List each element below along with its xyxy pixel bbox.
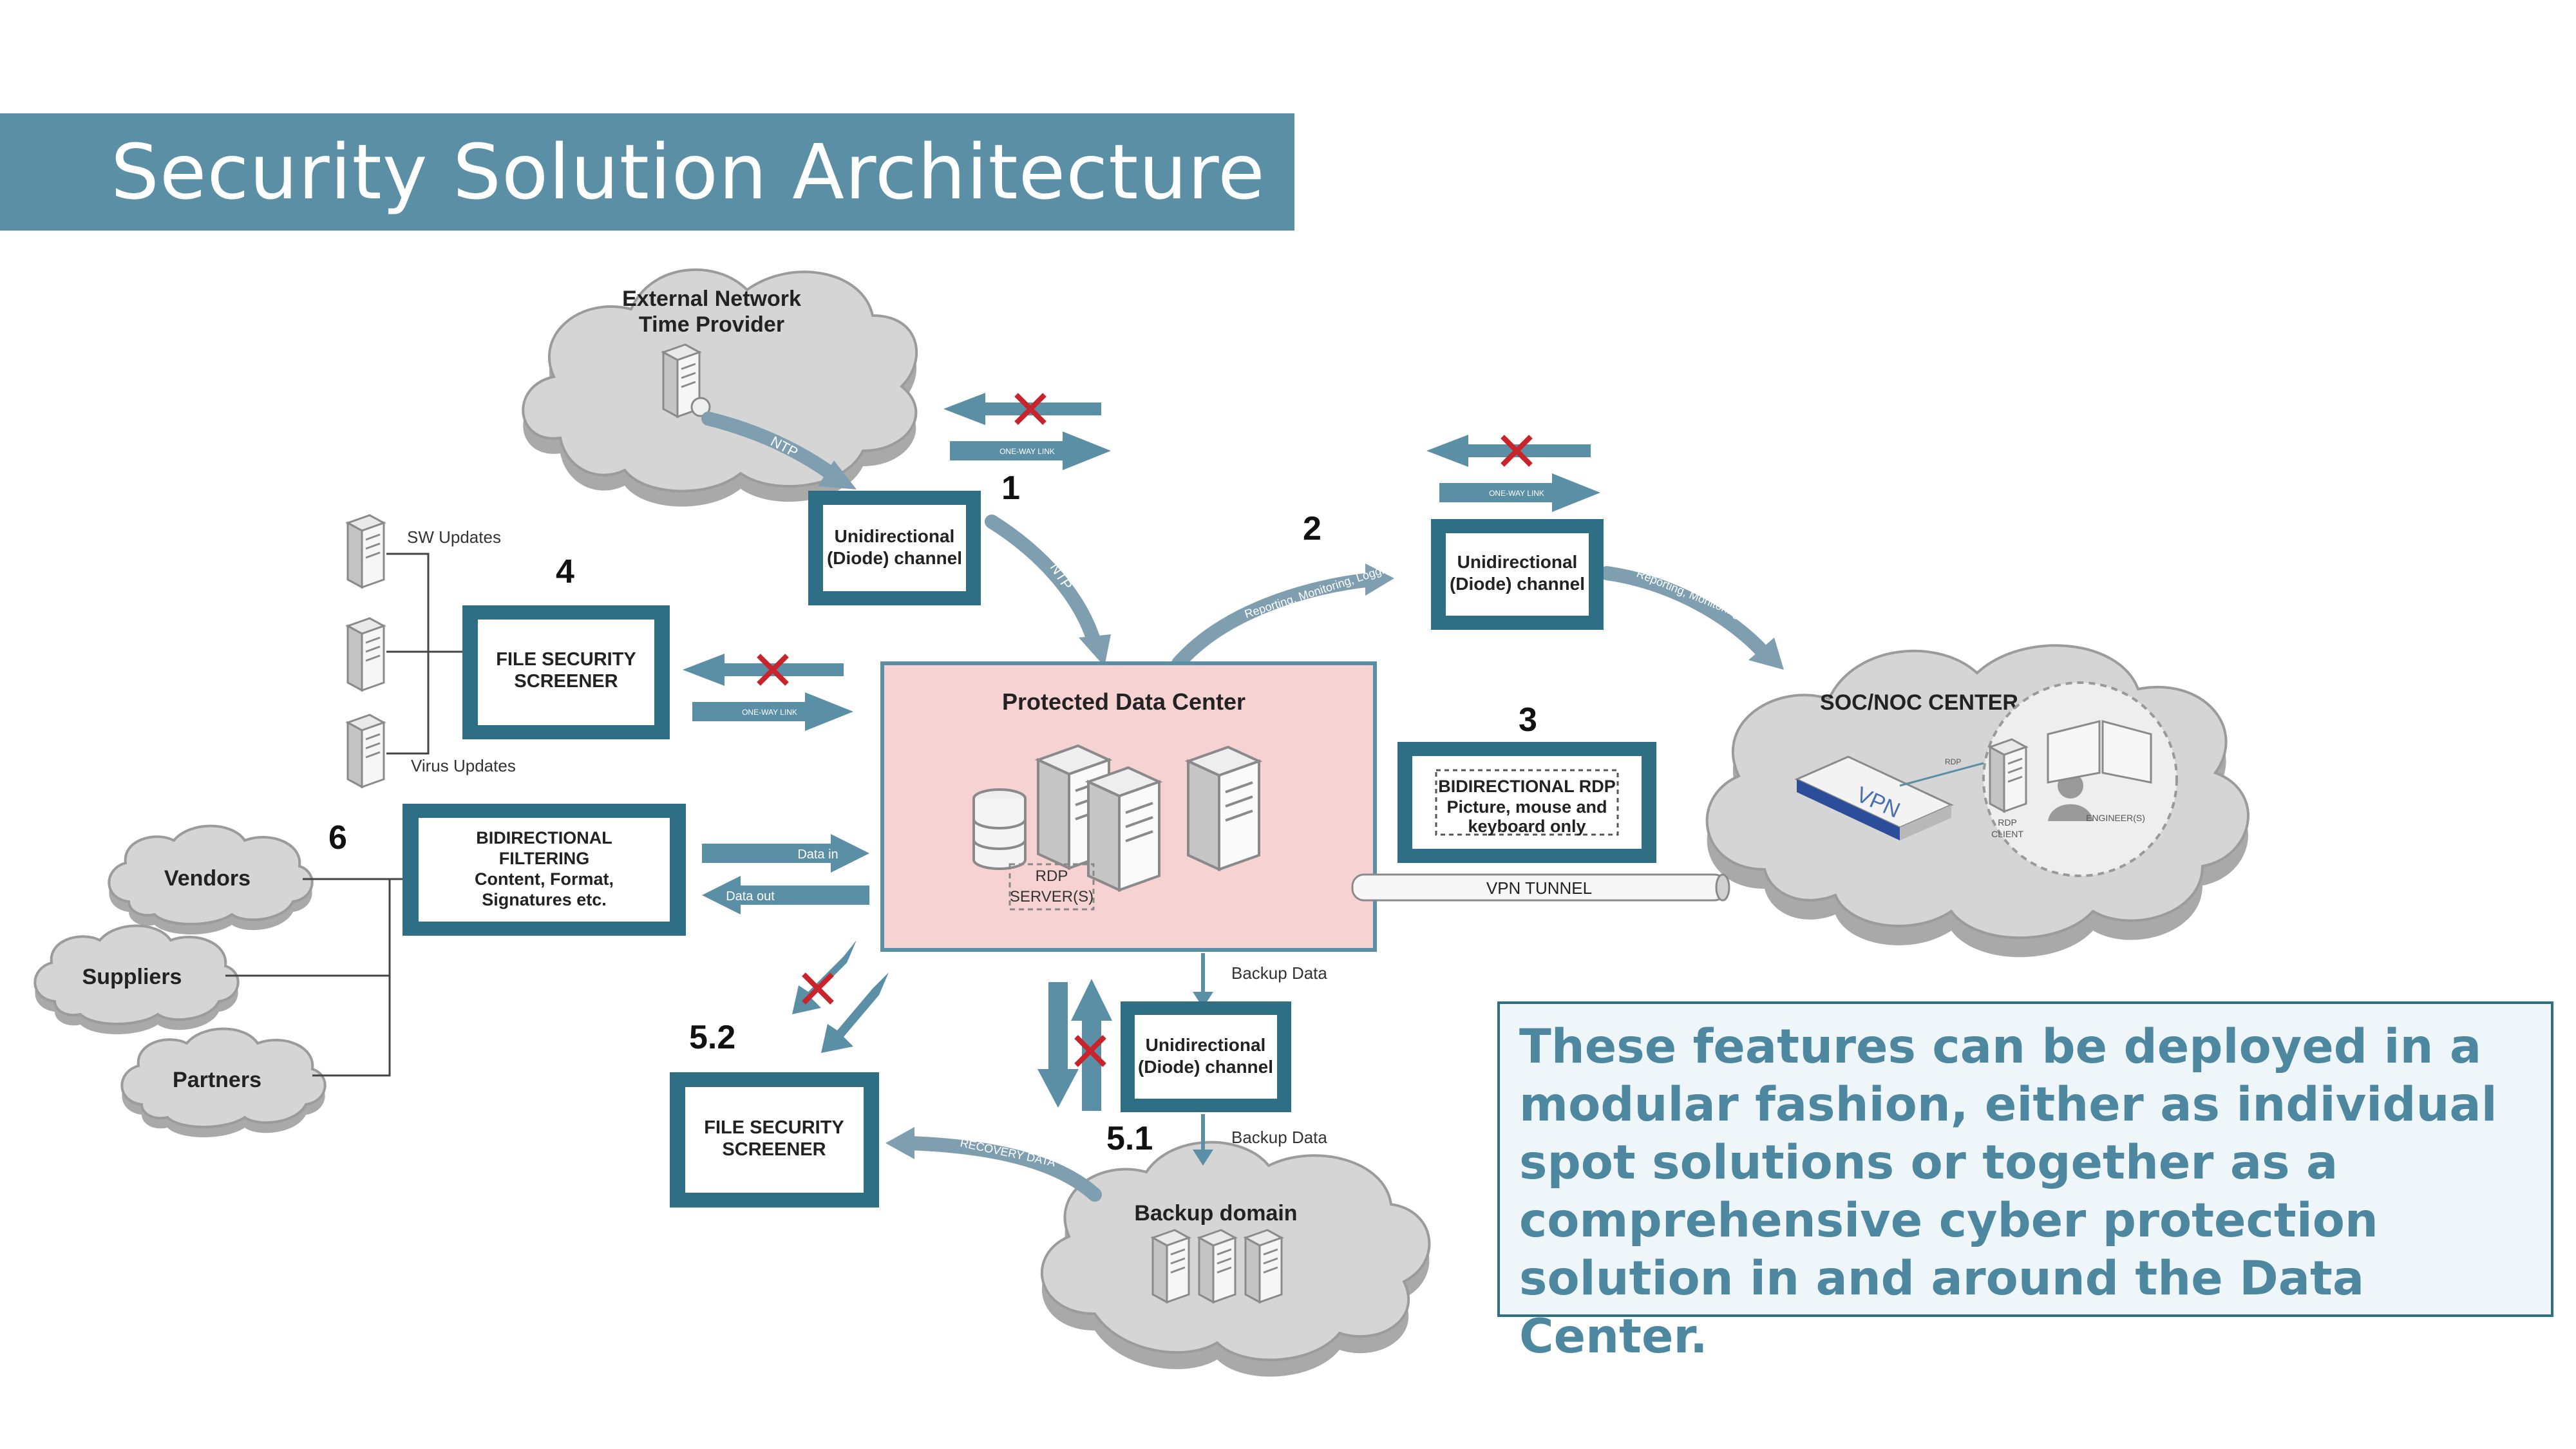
svg-text:(Diode) channel: (Diode) channel bbox=[1450, 574, 1585, 594]
step-2: 2 bbox=[1303, 510, 1321, 547]
svg-text:VPN TUNNEL: VPN TUNNEL bbox=[1486, 878, 1592, 898]
rdp-client-icon bbox=[1989, 738, 2027, 813]
ntp-arrow-in bbox=[701, 412, 838, 480]
diode-channel-2: Unidirectional (Diode) channel bbox=[1431, 519, 1604, 630]
svg-text:Signatures etc.: Signatures etc. bbox=[482, 890, 607, 909]
svg-text:FILE SECURITY: FILE SECURITY bbox=[704, 1117, 844, 1138]
virus-updates-label: Virus Updates bbox=[411, 756, 516, 775]
backup-data-label-1: Backup Data bbox=[1231, 963, 1327, 983]
bidirectional-rdp-box: BIDIRECTIONAL RDP Picture, mouse and key… bbox=[1397, 742, 1656, 863]
svg-text:(Diode) channel: (Diode) channel bbox=[1138, 1057, 1273, 1077]
server-icon bbox=[1087, 766, 1160, 891]
reporting-arrow-in bbox=[1171, 573, 1379, 670]
recovery-arrow bbox=[901, 1136, 1102, 1202]
partners-cloud bbox=[120, 1027, 327, 1137]
one-way-link-2: ONE-WAY LINK bbox=[1426, 435, 1600, 512]
title-bar: Security Solution Architecture bbox=[0, 113, 1294, 231]
svg-text:BIDIRECTIONAL: BIDIRECTIONAL bbox=[476, 828, 612, 848]
engineers-label: ENGINEER(S) bbox=[2086, 813, 2145, 823]
time-provider-cloud bbox=[522, 268, 918, 507]
svg-text:ONE-WAY LINK: ONE-WAY LINK bbox=[742, 708, 797, 717]
svg-text:SCREENER: SCREENER bbox=[722, 1139, 826, 1160]
diode-channel-5-1: Unidirectional (Diode) channel bbox=[1121, 1001, 1291, 1112]
svg-text:Unidirectional: Unidirectional bbox=[1146, 1035, 1266, 1055]
bidirectional-filtering-box: BIDIRECTIONAL FILTERING Content, Format,… bbox=[402, 804, 686, 936]
file-security-screener-5-2: FILE SECURITY SCREENER bbox=[670, 1072, 879, 1208]
backup-server-icon bbox=[1244, 1229, 1283, 1303]
svg-text:(Diode) channel: (Diode) channel bbox=[827, 548, 962, 568]
svg-text:Unidirectional: Unidirectional bbox=[1457, 552, 1578, 572]
database-icon bbox=[972, 788, 1027, 870]
page-title: Security Solution Architecture bbox=[111, 128, 1265, 216]
vpn-appliance-icon: VPN bbox=[1794, 755, 1954, 840]
partners-label: Partners bbox=[173, 1068, 261, 1092]
svg-text:Picture, mouse and: Picture, mouse and bbox=[1446, 797, 1607, 817]
rdp-small-label: RDP bbox=[1945, 757, 1961, 766]
suppliers-cloud bbox=[33, 924, 240, 1034]
svg-text:RDP: RDP bbox=[1036, 867, 1068, 885]
svg-text:ONE-WAY LINK: ONE-WAY LINK bbox=[999, 447, 1055, 456]
svg-text:FILTERING: FILTERING bbox=[499, 849, 589, 868]
clock-icon bbox=[690, 397, 711, 417]
backup-server-icon bbox=[1198, 1229, 1236, 1303]
backup-server-icon bbox=[1151, 1229, 1190, 1303]
time-provider-label-1: External Network bbox=[622, 287, 801, 311]
backup-data-arrows bbox=[1193, 953, 1213, 1166]
rdp-client-label: RDP bbox=[1998, 817, 2017, 828]
backup-data-label-2: Backup Data bbox=[1231, 1128, 1327, 1147]
info-text: These features can be deployed in a modu… bbox=[1519, 1019, 2497, 1364]
protected-data-center: Protected Data Center RDP SERVER(S) bbox=[880, 661, 1377, 952]
reporting-label-2: Reporting, Monitoring, Logging bbox=[1635, 567, 1787, 638]
svg-text:BIDIRECTIONAL RDP: BIDIRECTIONAL RDP bbox=[1438, 777, 1616, 796]
vendors-label: Vendors bbox=[164, 866, 251, 891]
svg-text:Protected Data Center: Protected Data Center bbox=[1002, 688, 1245, 715]
time-provider-label-2: Time Provider bbox=[639, 312, 784, 337]
backup-domain-label: Backup domain bbox=[1134, 1201, 1297, 1226]
vendors-cloud bbox=[108, 824, 314, 934]
update-servers bbox=[346, 514, 462, 788]
one-way-link-5-2 bbox=[792, 940, 889, 1053]
svg-text:SCREENER: SCREENER bbox=[514, 671, 618, 692]
engineer-icon bbox=[2047, 720, 2152, 821]
svg-text:FILE SECURITY: FILE SECURITY bbox=[496, 649, 636, 670]
svg-text:keyboard only: keyboard only bbox=[1468, 817, 1586, 836]
step-4: 4 bbox=[556, 553, 574, 591]
svg-text:Unidirectional: Unidirectional bbox=[835, 526, 955, 546]
diode-channel-1: Unidirectional (Diode) channel bbox=[808, 491, 981, 605]
svg-text:Data out: Data out bbox=[726, 889, 775, 904]
vpn-tunnel: VPN TUNNEL bbox=[1351, 873, 1730, 902]
suppliers-label: Suppliers bbox=[82, 965, 182, 989]
rdp-client-label-2: CLIENT bbox=[1991, 829, 2023, 839]
server-icon bbox=[1187, 746, 1260, 871]
reporting-arrow-out bbox=[1600, 566, 1772, 661]
data-in-out-arrows: Data in Data out bbox=[702, 834, 869, 914]
one-way-link-4: ONE-WAY LINK bbox=[683, 654, 853, 731]
step-5-1: 5.1 bbox=[1106, 1120, 1153, 1157]
one-way-link-5-1 bbox=[1037, 979, 1112, 1111]
sw-updates-label: SW Updates bbox=[407, 527, 501, 547]
svg-text:SERVER(S): SERVER(S) bbox=[1010, 888, 1094, 905]
svg-text:Data in: Data in bbox=[797, 848, 838, 862]
svg-text:ONE-WAY LINK: ONE-WAY LINK bbox=[1489, 489, 1544, 498]
info-callout: These features can be deployed in a modu… bbox=[1497, 1001, 2553, 1364]
soc-noc-label: SOC/NOC CENTER bbox=[1820, 690, 2018, 715]
partner-connectors bbox=[225, 878, 402, 1077]
step-5-2: 5.2 bbox=[689, 1019, 735, 1056]
step-1: 1 bbox=[1001, 469, 1020, 507]
one-way-link-1: ONE-WAY LINK bbox=[943, 393, 1111, 470]
step-6: 6 bbox=[328, 819, 347, 857]
step-3: 3 bbox=[1519, 701, 1537, 739]
ntp-arrow-out bbox=[985, 515, 1102, 651]
svg-text:Content, Format,: Content, Format, bbox=[475, 869, 614, 889]
file-security-screener-4: FILE SECURITY SCREENER bbox=[462, 605, 670, 739]
